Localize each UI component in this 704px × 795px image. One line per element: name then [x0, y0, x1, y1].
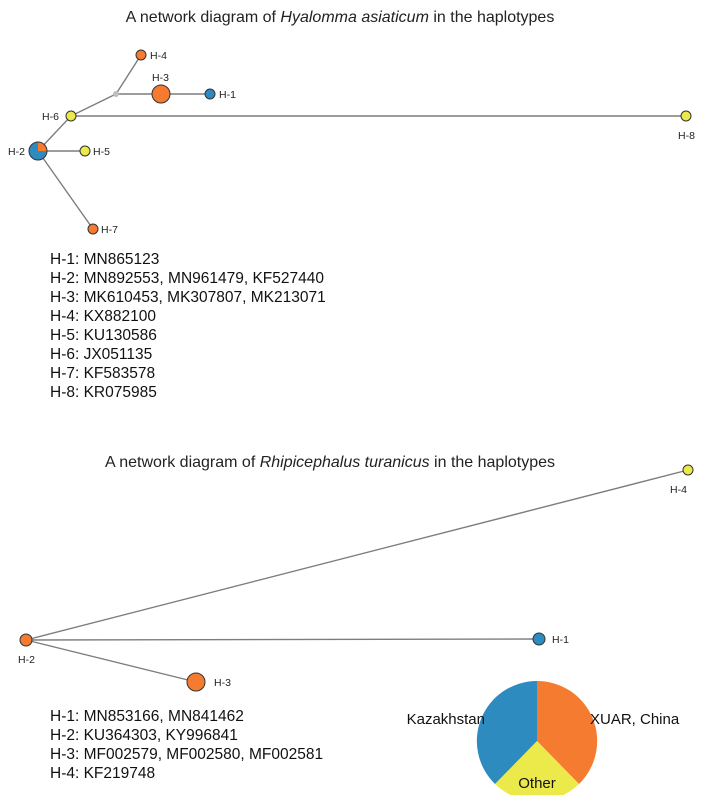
- accession-item: H-8: KR075985: [50, 384, 157, 401]
- edge-h2-h3: [25, 639, 197, 683]
- diagram1-title: A network diagram of Hyalomma asiaticum …: [126, 9, 555, 26]
- color-legend: Kazakhstan XUAR, China Other: [407, 680, 680, 795]
- legend-slice-kazakhstan: [476, 680, 537, 784]
- label-h6: H-6: [42, 111, 59, 123]
- accession-item: H-3: MK610453, MK307807, MK213071: [50, 289, 326, 306]
- label-h2: H-2: [18, 654, 35, 666]
- label-h4: H-4: [150, 50, 167, 62]
- node-h1: [532, 632, 546, 646]
- diagram1-accession-list: H-1: MN865123 H-2: MN892553, MN961479, K…: [50, 251, 326, 401]
- edge-h2-h1: [25, 638, 540, 641]
- node-h6: [65, 110, 77, 122]
- label-h4: H-4: [670, 484, 687, 496]
- legend-label-xuar: XUAR, China: [590, 711, 680, 728]
- edge-junction-h4: [115, 54, 142, 95]
- diagram1-node-labels: H-4 H-3 H-1 H-6 H-2 H-5 H-7 H-8: [8, 50, 695, 236]
- diagram2-nodes: [19, 464, 694, 692]
- node-h2: [28, 141, 48, 161]
- label-h2: H-2: [8, 146, 25, 158]
- edge-h2-h7: [37, 150, 94, 230]
- label-h1: H-1: [552, 634, 569, 646]
- accession-item: H-1: MN853166, MN841462: [50, 708, 244, 725]
- diagram2-node-labels: H-4 H-2 H-1 H-3: [18, 484, 687, 689]
- accession-item: H-2: KU364303, KY996841: [50, 727, 238, 744]
- accession-item: H-3: MF002579, MF002580, MF002581: [50, 746, 323, 763]
- accession-item: H-4: KF219748: [50, 765, 155, 782]
- accession-item: H-1: MN865123: [50, 251, 159, 268]
- label-h3: H-3: [214, 677, 231, 689]
- legend-label-kazakhstan: Kazakhstan: [407, 711, 485, 728]
- node-h5: [79, 145, 91, 157]
- diagram2-edges: [25, 469, 689, 683]
- diagram2-title: A network diagram of Rhipicephalus turan…: [105, 454, 555, 471]
- label-h5: H-5: [93, 146, 110, 158]
- accession-item: H-6: JX051135: [50, 346, 152, 363]
- label-h1: H-1: [219, 89, 236, 101]
- label-h7: H-7: [101, 224, 118, 236]
- label-h8: H-8: [678, 130, 695, 142]
- node-h1: [204, 88, 216, 100]
- accession-item: H-2: MN892553, MN961479, KF527440: [50, 270, 324, 287]
- edge-h2-h4: [25, 469, 689, 641]
- legend-slice-xuar: [537, 680, 598, 784]
- diagram2-accession-list: H-1: MN853166, MN841462 H-2: KU364303, K…: [50, 708, 323, 782]
- accession-item: H-4: KX882100: [50, 308, 156, 325]
- diagram1-edges: [37, 54, 686, 230]
- node-h3: [151, 84, 171, 104]
- legend-label-other: Other: [518, 775, 556, 792]
- junction-node: [113, 91, 119, 97]
- label-h3: H-3: [152, 72, 169, 84]
- accession-item: H-5: KU130586: [50, 327, 157, 344]
- edge-h6-junction: [70, 93, 117, 117]
- legend-slice-other: [495, 741, 579, 795]
- node-h7: [87, 223, 99, 235]
- node-h2: [19, 633, 33, 647]
- node-h4: [682, 464, 694, 476]
- node-h3: [186, 672, 206, 692]
- node-h4: [135, 49, 147, 61]
- node-h8: [680, 110, 692, 122]
- accession-item: H-7: KF583578: [50, 365, 155, 382]
- diagram1-nodes: [28, 49, 692, 235]
